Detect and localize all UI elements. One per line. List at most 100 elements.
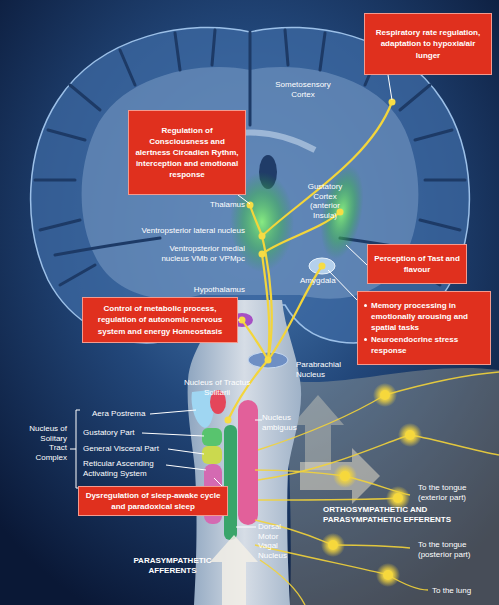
- sulcus: [48, 130, 85, 140]
- ganglion-glow: [321, 533, 345, 557]
- sulcus: [35, 179, 75, 182]
- sulcus: [70, 85, 100, 110]
- structure-label: Amygdala: [300, 276, 350, 286]
- structure-label: To the lung: [432, 586, 492, 596]
- callout-box: Perception of Tast and flavour: [367, 244, 467, 284]
- callout-box: Control of metabolic process, regulation…: [82, 297, 238, 343]
- nerve-fiber: [385, 372, 499, 395]
- callout-text: Memory processing in emotionally arousin…: [371, 300, 485, 334]
- structure-label: General Visceral Part: [83, 444, 183, 454]
- ganglion-glow: [373, 383, 397, 407]
- ganglion-cell: [340, 471, 350, 481]
- sulcus: [425, 179, 465, 182]
- ganglion-cell: [405, 430, 415, 440]
- structure-label: ORTHOSYMPATHETIC AND PARASYMPATHETIC EFF…: [323, 505, 483, 524]
- leader-line: [214, 478, 222, 486]
- structure-label: To the tongue (exterior part): [418, 483, 490, 502]
- leader-line: [150, 410, 196, 414]
- leader-line: [166, 465, 206, 470]
- tract-node: [225, 417, 232, 424]
- leader-line: [236, 527, 256, 528]
- sulcus: [320, 33, 325, 70]
- lateral-fissure: [55, 238, 160, 255]
- sulcus: [60, 265, 95, 285]
- tract: [262, 102, 392, 236]
- structure-label: Ventropsterior medial nucleus VMb or VPM…: [145, 244, 245, 263]
- callout-text: Neuroendocrine stress response: [371, 334, 485, 356]
- structure-label: Ventropsterior lateral nucleus: [110, 226, 245, 236]
- text-row: Control of metabolic process, regulation…: [88, 303, 232, 337]
- text-row: Respiratory rate regulation, adaptation …: [370, 27, 486, 61]
- sulcus: [400, 85, 430, 110]
- vagal-column: [224, 425, 237, 540]
- callout-box: Regulation of Consciousness and alertnes…: [128, 110, 246, 195]
- ganglion-cell: [380, 390, 390, 400]
- structure-label: Parabrachial Nucleus: [296, 360, 351, 379]
- nucleus-ambiguus-column: [238, 400, 258, 525]
- text-row: Neuroendocrine stress response: [363, 334, 485, 356]
- tract: [250, 205, 262, 236]
- text-row: Perception of Tast and flavour: [373, 253, 461, 275]
- callout-box: Memory processing in emotionally arousin…: [357, 291, 491, 365]
- leader-line: [346, 245, 367, 265]
- tract: [228, 360, 268, 420]
- structure-label: Nucleus ambiguus: [262, 413, 304, 432]
- structure-label: Aera Postrema: [92, 409, 172, 419]
- nerve-fiber: [258, 395, 385, 450]
- structure-label: Nucleus of Solitary Tract Complex: [22, 424, 67, 462]
- tract-node: [319, 263, 326, 270]
- efferent-arrow: [300, 448, 380, 504]
- leader-line: [142, 433, 204, 436]
- leader-line: [388, 75, 392, 100]
- sulcus: [175, 33, 180, 70]
- midline-fissure: [249, 32, 252, 125]
- callout-text: Control of metabolic process, regulation…: [88, 303, 232, 337]
- afferent-arrow: [210, 535, 258, 605]
- callout-text: Dysregulation of sleep-awake cycle and p…: [84, 490, 222, 512]
- callout-text: Regulation of Consciousness and alertnes…: [134, 125, 240, 181]
- callout-box: Respiratory rate regulation, adaptation …: [364, 13, 492, 75]
- sulcus: [120, 50, 135, 85]
- structure-label: Reticular Ascending Activating System: [83, 459, 168, 478]
- text-row: Memory processing in emotionally arousin…: [363, 300, 485, 334]
- structure-label: Nucleus of Tractus Solitarii: [182, 378, 252, 397]
- structure-label: Gustatory Cortex (anterior Insula): [300, 182, 350, 220]
- text-row: Dysregulation of sleep-awake cycle and p…: [84, 490, 222, 512]
- tract-node: [265, 357, 272, 364]
- callout-text: Respiratory rate regulation, adaptation …: [370, 27, 486, 61]
- bullet-dot: [364, 304, 367, 307]
- text-row: Regulation of Consciousness and alertnes…: [134, 125, 240, 181]
- sulcus: [212, 30, 215, 65]
- ganglion-cell: [393, 493, 403, 503]
- ganglion-glow: [333, 464, 357, 488]
- nerve-fiber: [410, 435, 499, 455]
- nerve-bundle: [285, 368, 499, 605]
- ganglion-cell: [328, 540, 338, 550]
- sulcus: [420, 220, 460, 230]
- ganglion-cell: [383, 570, 393, 580]
- nerve-fiber: [260, 560, 305, 605]
- bullet-dot: [364, 338, 367, 341]
- structure-label: Thalamus: [185, 200, 245, 210]
- amygdala-shape: [309, 258, 335, 274]
- ganglion-glow: [398, 423, 422, 447]
- ganglion-glow: [376, 563, 400, 587]
- gustatory-part: [202, 428, 222, 446]
- structure-label: Hypothalamus: [175, 285, 245, 295]
- visceral-part: [202, 446, 222, 464]
- structure-label: Dorsal Motor Vagal Nucleus: [258, 522, 298, 560]
- structure-label: Sometosensory Cortex: [268, 80, 338, 99]
- tract: [242, 320, 268, 360]
- bracket: [70, 410, 80, 488]
- nerve-fiber: [258, 498, 398, 500]
- leader-line: [255, 420, 262, 421]
- tract-node: [259, 251, 266, 258]
- sulcus: [40, 220, 80, 230]
- structure-label: To the tongue (posterior part): [418, 540, 493, 559]
- structure-label: Gustatory Part: [83, 428, 163, 438]
- callout-box: Dysregulation of sleep-awake cycle and p…: [78, 486, 228, 516]
- sulcus: [285, 30, 288, 65]
- leader-line: [168, 449, 204, 454]
